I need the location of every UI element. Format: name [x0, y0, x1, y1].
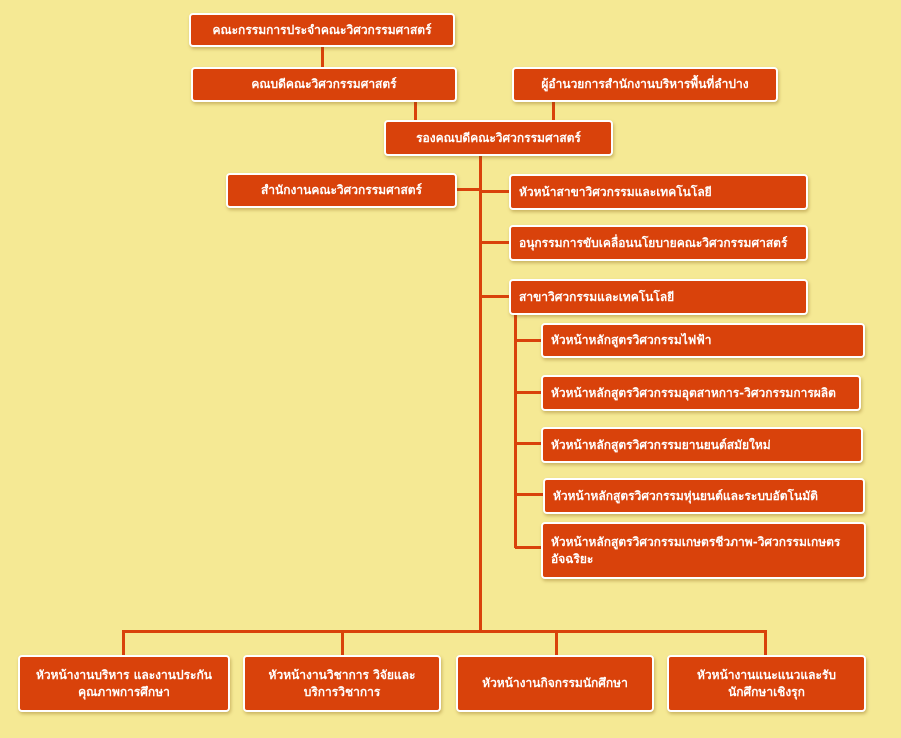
subcommittee-box: อนุกรรมการขับเคลื่อนนโยบายคณะวิศวกรรมศาส… — [509, 225, 808, 261]
connector-program-1 — [515, 339, 543, 342]
program-head-agricultural: หัวหน้าหลักสูตรวิศวกรรมเกษตรชีวภาพ-วิศวก… — [541, 522, 866, 579]
unit-academic-research: หัวหน้างานวิชาการ วิจัยและบริการวิชาการ — [243, 655, 441, 712]
connector-program-5 — [515, 546, 543, 549]
connector-trunk — [479, 155, 482, 632]
connector-right-1 — [480, 190, 510, 193]
branch-box: สาขาวิศวกรรมและเทคโนโลยี — [509, 279, 808, 315]
program-head-electrical: หัวหน้าหลักสูตรวิศวกรรมไฟฟ้า — [541, 323, 865, 358]
dean-box: คณบดีคณะวิศวกรรมศาสตร์ — [191, 67, 457, 102]
connector-director-vicedean — [552, 101, 555, 122]
connector-right-2 — [480, 241, 510, 244]
faculty-office-box: สำนักงานคณะวิศวกรรมศาสตร์ — [226, 173, 457, 208]
connector-board-dean — [321, 46, 324, 68]
connector-dean-vicedean — [414, 101, 417, 122]
connector-bottom-3 — [555, 630, 558, 657]
connector-bottom-horizontal — [122, 630, 767, 633]
unit-student-activities: หัวหน้างานกิจกรรมนักศึกษา — [456, 655, 654, 712]
unit-recruitment: หัวหน้างานแนะแนวและรับนักศึกษาเชิงรุก — [667, 655, 866, 712]
connector-program-4 — [515, 493, 543, 496]
connector-program-2 — [515, 391, 543, 394]
vice-dean-box: รองคณบดีคณะวิศวกรรมศาสตร์ — [384, 120, 613, 156]
unit-admin-quality: หัวหน้างานบริหาร และงานประกันคุณภาพการศึ… — [18, 655, 230, 712]
connector-program-3 — [515, 442, 543, 445]
program-head-robotics: หัวหน้าหลักสูตรวิศวกรรมหุ่นยนต์และระบบอั… — [543, 478, 865, 514]
director-box: ผู้อำนวยการสำนักงานบริหารพื้นที่ลำปาง — [512, 67, 778, 102]
program-head-industrial: หัวหน้าหลักสูตรวิศวกรรมอุตสาหการ-วิศวกรร… — [541, 375, 861, 411]
connector-bottom-2 — [341, 630, 344, 657]
connector-bottom-1 — [122, 630, 125, 657]
program-head-automotive: หัวหน้าหลักสูตรวิศวกรรมยานยนต์สมัยใหม่ — [541, 427, 863, 463]
board-box: คณะกรรมการประจำคณะวิศวกรรมศาสตร์ — [189, 13, 455, 47]
connector-office — [455, 188, 481, 191]
branch-head-box: หัวหน้าสาขาวิศวกรรมและเทคโนโลยี — [509, 174, 808, 210]
connector-right-3 — [480, 295, 510, 298]
connector-program-trunk — [514, 315, 517, 548]
connector-bottom-4 — [764, 630, 767, 657]
